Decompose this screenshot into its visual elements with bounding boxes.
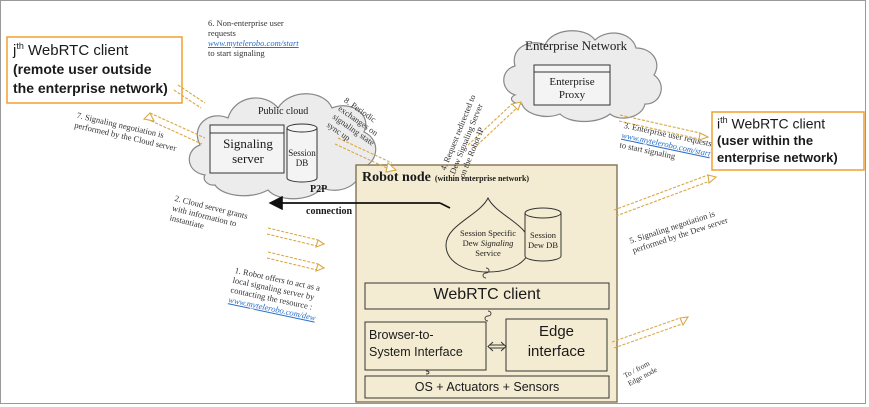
ith-client-box [711, 111, 865, 171]
dew-db-cylinder [524, 213, 562, 262]
jth-client-box [6, 36, 183, 104]
dashed-arrows [146, 84, 711, 349]
jth-client-line1: (remote user outside [13, 61, 152, 77]
dew-service-label: Session Specific Dew Signaling Service [460, 228, 516, 258]
browser-interface-label: Browser-to-System Interface [369, 328, 463, 359]
session-db-cylinder [286, 128, 318, 183]
p2p-label: P2P [310, 184, 328, 195]
webrtc-client-box [364, 282, 610, 310]
p2p-connection-label: connection [306, 206, 353, 217]
jth-client-line2: the enterprise network) [13, 80, 168, 96]
ith-client-line2: enterprise network) [717, 150, 838, 165]
webrtc-client-label: WebRTC client [433, 286, 541, 303]
edge-interface-box [505, 318, 608, 372]
public-cloud-label: Public cloud [258, 106, 309, 117]
jth-client-title: jth WebRTC client [13, 41, 129, 59]
browser-interface-box [364, 321, 487, 371]
ith-client-line1: (user within the [717, 133, 814, 148]
ith-client-title: ith WebRTC client [717, 115, 826, 132]
os-box [364, 375, 610, 399]
robot-node-title: Robot node (within enterprise network) [362, 170, 530, 185]
enterprise-network-label: Enterprise Network [525, 38, 628, 53]
os-label: OS + Actuators + Sensors [414, 380, 560, 394]
